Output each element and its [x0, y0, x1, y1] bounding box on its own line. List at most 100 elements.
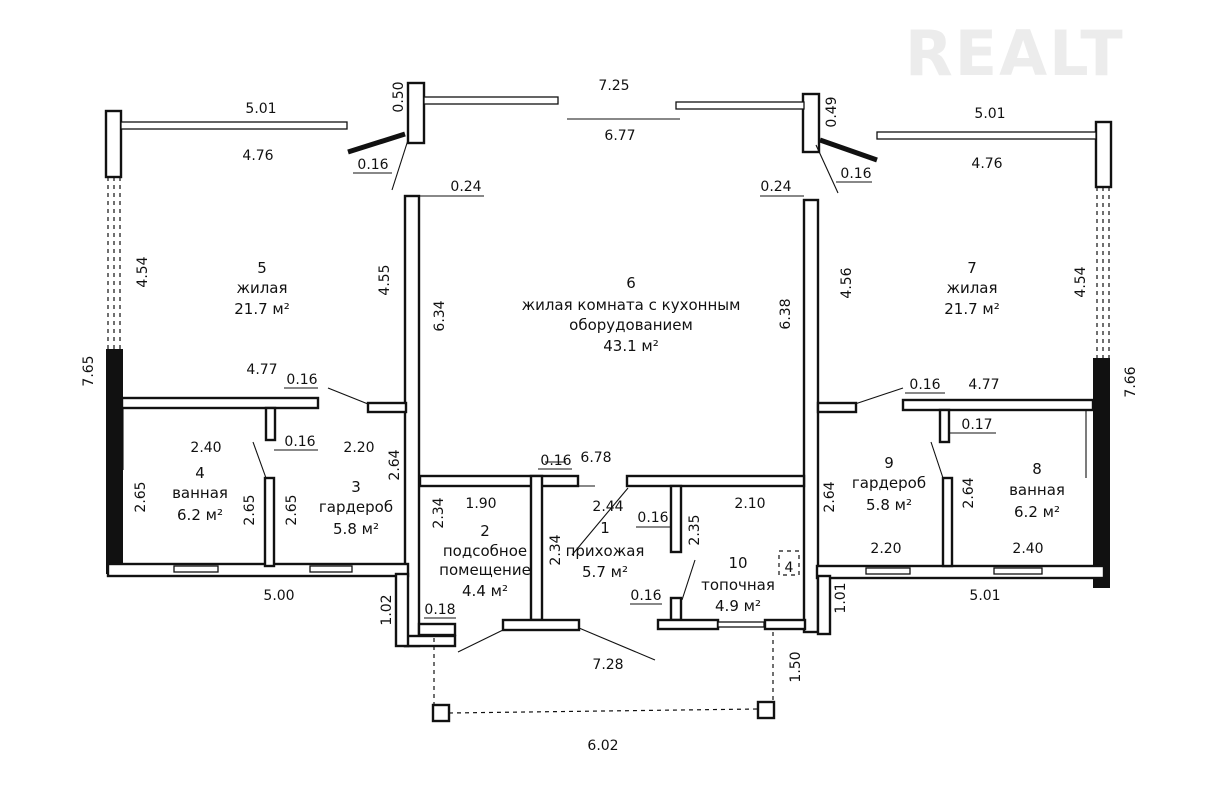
left-closet-stub [264, 406, 277, 442]
dim-room6-left: 6.34 [432, 300, 448, 331]
center-left-pier [406, 81, 426, 145]
left-partition [120, 396, 320, 410]
dim-right-total-height: 7.66 [1123, 366, 1139, 397]
dim-left-total-height: 7.65 [81, 355, 97, 386]
right-step-vertical [816, 574, 832, 636]
entry-wall-left [501, 618, 581, 632]
dim-room1-partition: 0.16 [637, 510, 668, 526]
dim-room1-width: 2.44 [592, 499, 623, 515]
dim-corridor-width: 6.78 [580, 450, 611, 466]
flue-box [778, 550, 800, 576]
dim-inner-wall-thk: 0.16 [540, 453, 571, 469]
window-closet9 [865, 567, 911, 575]
bath4-closet3-wall [263, 476, 276, 568]
dim-left-partition-thk: 0.16 [286, 372, 317, 388]
dim-right-partition-thk: 0.16 [909, 377, 940, 393]
dim-top-right-inner: 4.76 [971, 156, 1002, 172]
window-room10 [717, 621, 765, 628]
left-top-pier [104, 109, 123, 179]
left-step-wall [403, 634, 457, 648]
porch-column-right [756, 700, 776, 720]
windows [107, 96, 1110, 628]
room5-area: 21.7 м² [234, 300, 290, 318]
dim-bath4-height: 2.65 [133, 481, 149, 512]
corridor-top-left [418, 474, 580, 488]
room10-name: топочная [701, 576, 775, 594]
window-closet3 [309, 565, 353, 573]
room1-number: 1 [600, 519, 610, 537]
dim-top-left-outer: 5.01 [245, 101, 276, 117]
right-bottom-wall [815, 564, 1106, 580]
dim-left-wall-thk: 0.24 [450, 179, 481, 195]
dim-porch-depth: 1.50 [788, 651, 804, 682]
left-step-vertical [394, 572, 410, 648]
left-outer-wall [106, 349, 123, 574]
vertical-dimensions: 0.50 0.49 4.54 4.54 4.55 4.56 6.34 6.38 … [81, 81, 1139, 682]
dim-right-closet-wall: 0.17 [961, 417, 992, 433]
dim-left-bottom-width: 5.00 [263, 588, 294, 604]
dim-room7-left: 4.56 [839, 267, 855, 298]
dim-closet3-height: 2.65 [284, 494, 300, 525]
dim-right-room-height: 4.54 [1073, 266, 1089, 297]
closet9-bath8-wall [941, 476, 954, 568]
room7-area: 21.7 м² [944, 300, 1000, 318]
room10-door-jamb [669, 596, 683, 622]
dim-closet3-right-height: 2.64 [387, 449, 403, 480]
dim-bath4-width: 2.40 [190, 440, 221, 456]
dim-top-right-outer: 5.01 [974, 106, 1005, 122]
room3-area: 5.8 м² [333, 520, 379, 538]
room2-bottom-wall [417, 622, 457, 637]
porch-column-left [431, 703, 451, 723]
room4-name: ванная [172, 484, 228, 502]
room9-name: гардероб [852, 474, 926, 492]
center-right-pier [801, 92, 821, 154]
right-outer-wall [1093, 358, 1110, 588]
window-room7-top [876, 131, 1097, 140]
dim-left-pier-top: 0.50 [391, 81, 407, 112]
dim-room1-height: 2.34 [548, 534, 564, 565]
room-labels: 5 жилая 21.7 м² 6 жилая комната с кухонн… [172, 259, 1065, 615]
left-partition-stub [366, 401, 408, 414]
room5-name: жилая [236, 279, 287, 297]
dim-left-pier-wall: 0.16 [357, 157, 388, 173]
room7-name: жилая [946, 279, 997, 297]
dim-right-wall-thk: 0.24 [760, 179, 791, 195]
room6-area: 43.1 м² [603, 337, 659, 355]
room10-area: 4.9 м² [715, 597, 761, 615]
room10-number: 10 [728, 554, 747, 572]
room1-room10-wall [669, 484, 683, 554]
dim-bath8-width: 2.40 [1012, 541, 1043, 557]
dim-right-bottom-width: 5.01 [969, 588, 1000, 604]
dimensions: 7.25 6.77 5.01 4.76 5.01 4.76 0.16 0.16 … [190, 78, 1043, 754]
room2-room1-wall [529, 474, 544, 622]
room6-name-line2: оборудованием [569, 316, 693, 334]
entry-wall-right [656, 618, 720, 631]
doors-and-leaders [122, 118, 1087, 714]
room2-name-line1: подсобное [443, 542, 527, 560]
window-room6-top-left [423, 96, 559, 105]
dim-left-closet-wall: 0.16 [284, 434, 315, 450]
walls [104, 81, 1113, 723]
dim-room5-right: 4.55 [377, 264, 393, 295]
dim-entry-width: 7.28 [592, 657, 623, 673]
room6-name-line1: жилая комната с кухонным [522, 296, 741, 314]
dim-left-room-height: 4.54 [135, 256, 151, 287]
room8-number: 8 [1032, 460, 1042, 478]
dim-closet9-right-height: 2.64 [961, 477, 977, 508]
dim-room10-height: 2.35 [687, 514, 703, 545]
dim-room10-wall: 0.16 [630, 588, 661, 604]
entry-wall-corner [763, 618, 807, 631]
room8-area: 6.2 м² [1014, 503, 1060, 521]
room8-name: ванная [1009, 481, 1065, 499]
dim-room10-width: 2.10 [734, 496, 765, 512]
dim-top-center-inner: 6.77 [604, 128, 635, 144]
dim-right-mid-width: 4.77 [968, 377, 999, 393]
room2-number: 2 [480, 522, 490, 540]
window-bath8 [993, 567, 1043, 575]
room3-name: гардероб [319, 498, 393, 516]
left-bottom-wall [106, 562, 410, 578]
room4-number: 4 [195, 464, 205, 482]
window-room6-top-right [675, 101, 805, 110]
window-room5-top [120, 121, 348, 130]
